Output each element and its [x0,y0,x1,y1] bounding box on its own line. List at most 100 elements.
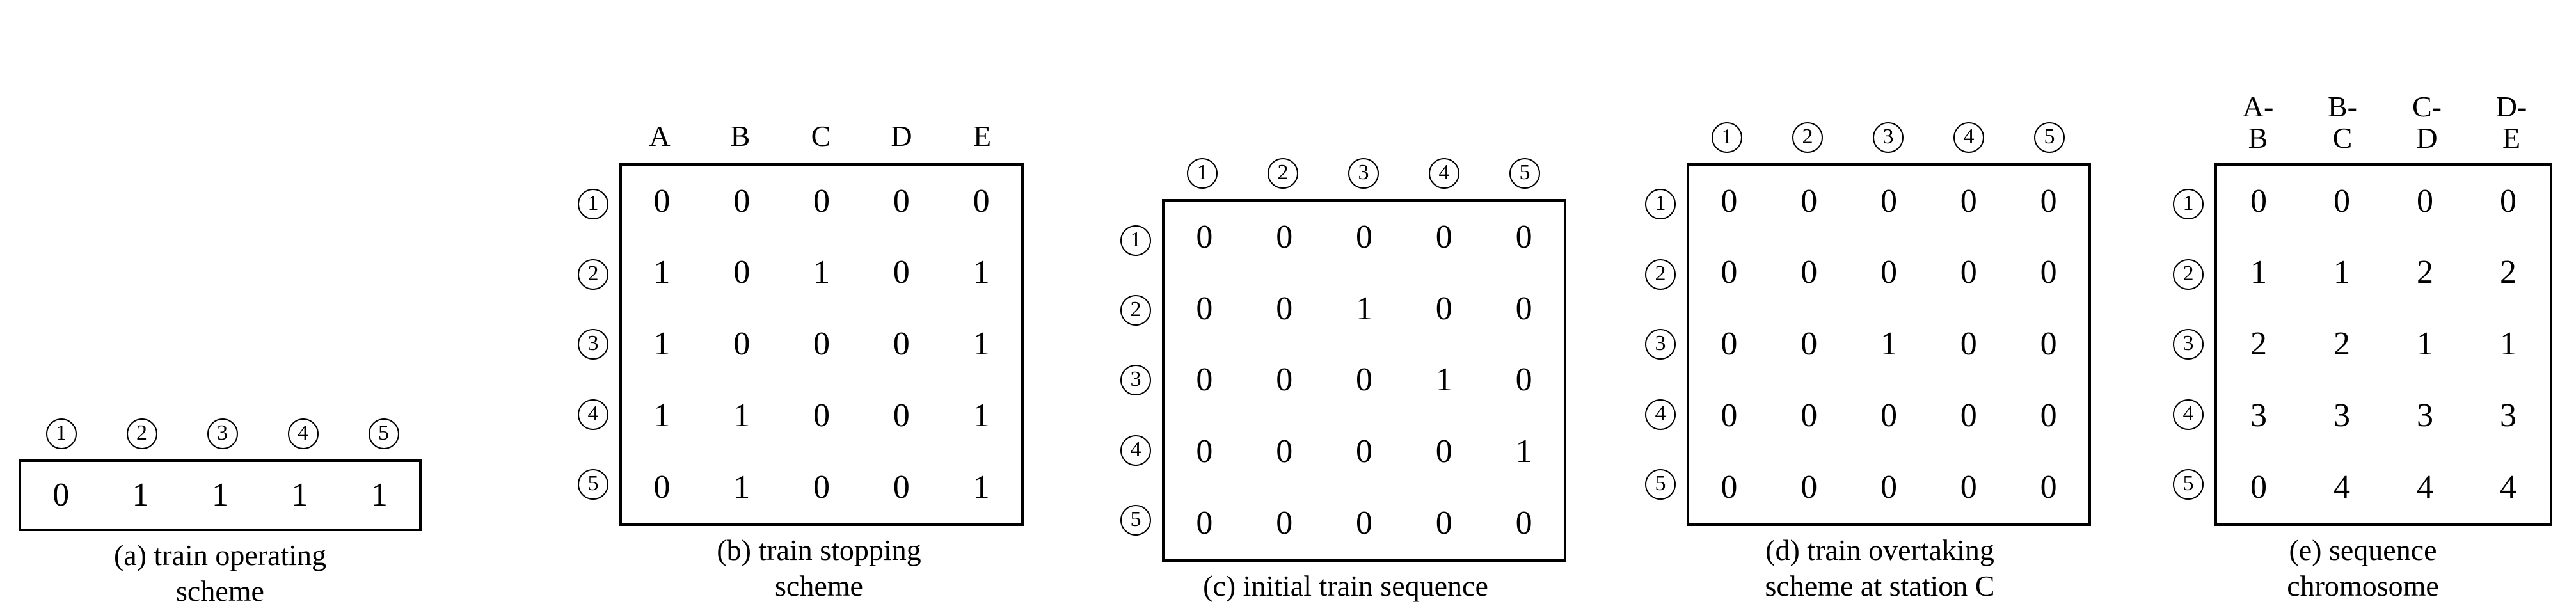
matrix-cell: 0 [813,468,830,506]
matrix-cell: 1 [212,476,229,513]
circled-number-icon: 4 [1120,434,1151,466]
table-row: 0 0 0 0 0 [1165,504,1564,541]
panel-c-caption: (c) initial train sequence [1203,569,1488,602]
table-row: 0 0 0 0 0 [622,182,1021,219]
circled-number-icon: 3 [1873,122,1904,153]
panel-b-column-header: D [891,119,912,152]
matrix-cell: 0 [893,397,910,434]
matrix-cell: 0 [2250,182,2267,219]
matrix-cell: 0 [1196,504,1213,541]
matrix-cell: 0 [973,182,990,219]
circled-number-icon: 1 [1120,225,1151,256]
table-row: 1 1 0 0 1 [622,399,1021,433]
matrix-cell: 3 [2250,397,2267,434]
matrix-cell: 0 [1515,218,1532,255]
matrix-cell: 3 [2500,397,2516,434]
matrix-cell: 0 [1435,218,1452,255]
circled-number-icon: 3 [207,418,238,449]
matrix-cell: 0 [1801,468,1818,506]
matrix-cell: 0 [813,326,830,363]
circled-number-icon: 1 [1187,157,1218,189]
matrix-cell: 0 [52,476,70,513]
circled-number-icon: 2 [1645,259,1676,290]
circled-number-icon: 3 [2173,329,2204,360]
table-row: 0 0 0 0 0 [1165,218,1564,255]
matrix-cell: 4 [2334,468,2350,506]
matrix-cell: 1 [733,468,751,506]
panel-d-column-header: 2 [1767,122,1848,153]
matrix-cell: 1 [2500,326,2516,363]
matrix-cell: 1 [973,326,990,363]
matrix-cell: 0 [1435,504,1452,541]
matrix-cell: 0 [893,254,910,291]
matrix-cell: 0 [1196,362,1213,399]
table-row: 0 0 1 0 0 [1165,292,1564,326]
circled-number-icon: 1 [45,418,77,449]
circled-number-icon: 5 [368,418,399,449]
table-row: 0 0 1 0 0 [1689,328,2088,361]
matrix-cell: 1 [653,254,671,291]
circled-number-icon: 1 [1712,122,1742,153]
circled-number-icon: 5 [2034,122,2065,153]
panel-d-train-overtaking-scheme: 1 2 3 4 5 1 2 3 4 5 0 0 0 0 0 [1643,122,2091,613]
panel-a-column-header: 2 [102,415,182,449]
matrix-cell: 0 [1801,254,1818,291]
matrix-cell: 0 [1196,290,1213,327]
panel-c-grid: 0 0 0 0 0 0 0 1 0 0 0 0 0 1 [1162,198,1566,562]
panel-c-initial-train-sequence: 1 2 3 4 5 1 2 3 4 5 0 0 0 0 0 [1118,157,1566,613]
circled-number-icon: 3 [1348,157,1379,189]
circled-number-icon: 1 [1645,189,1676,220]
circled-number-icon: 2 [578,259,608,290]
matrix-cell: 0 [1721,326,1738,363]
panel-c-column-headers: 1 2 3 4 5 [1162,157,1566,189]
panel-a-grid: 0 1 1 1 1 [19,459,422,531]
matrix-cell: 0 [733,254,751,291]
panel-b-grid: 0 0 0 0 0 1 0 1 0 1 1 0 0 0 [619,163,1024,526]
matrix-cell: 0 [2040,182,2057,219]
panel-c-column-header: 3 [1323,157,1404,189]
panel-b-column-header: B [730,119,751,152]
circled-number-icon: 5 [1645,469,1676,500]
circled-number-icon: 5 [2173,469,2204,500]
matrix-cell: 0 [1355,433,1372,470]
matrix-cell: 0 [893,468,910,506]
matrix-cell: 0 [2417,182,2433,219]
matrix-cell: 1 [733,397,751,434]
matrix-cell: 2 [2250,326,2267,363]
matrix-cell: 2 [2334,326,2350,363]
panel-e-sequence-chromosome: A- B B- C C- D D- E 1 2 3 4 5 0 0 0 0 [2171,92,2555,613]
matrix-cell: 0 [1276,362,1293,399]
matrix-cell: 0 [1960,397,1977,434]
matrix-cell: 1 [1880,326,1897,363]
matrix-cell: 0 [1801,326,1818,363]
matrix-cell: 1 [1355,290,1372,327]
table-row: 3 3 3 3 [2217,399,2550,433]
circled-number-icon: 3 [1645,329,1676,360]
table-row: 2 2 1 1 [2217,328,2550,361]
panel-a-matrix: 0 1 1 1 1 [19,459,422,531]
panel-b-row-labels: 1 2 3 4 5 [576,163,619,526]
circled-number-icon: 2 [126,418,157,449]
panel-d-column-header: 3 [1848,122,1928,153]
table-row: 0 0 0 0 0 [1689,256,2088,289]
matrix-cell: 1 [973,254,990,291]
circled-number-icon: 4 [1429,157,1459,189]
matrix-cell: 0 [1880,254,1897,291]
panel-a-column-header: 4 [263,415,344,449]
panel-d-column-header: 5 [2009,122,2090,153]
matrix-cell: 0 [653,468,671,506]
matrix-cell: 0 [813,182,830,219]
circled-number-icon: 3 [1120,365,1151,396]
panel-b-column-header: E [973,119,992,152]
panel-b-matrix: 1 2 3 4 5 0 0 0 0 0 1 0 1 0 [576,163,1024,526]
panel-d-caption: (d) train overtaking scheme at station C [1765,533,1995,602]
table-row: 0 0 0 0 0 [1689,182,2088,219]
matrix-cell: 1 [291,476,308,513]
panel-a-column-header: 1 [21,415,102,449]
circled-number-icon: 5 [578,469,608,500]
table-row: 0 0 0 0 0 [1689,468,2088,506]
matrix-cell: 1 [973,397,990,434]
matrix-cell: 0 [2040,326,2057,363]
panel-c-column-header: 2 [1243,157,1323,189]
table-row: 0 0 0 1 0 [1165,363,1564,397]
